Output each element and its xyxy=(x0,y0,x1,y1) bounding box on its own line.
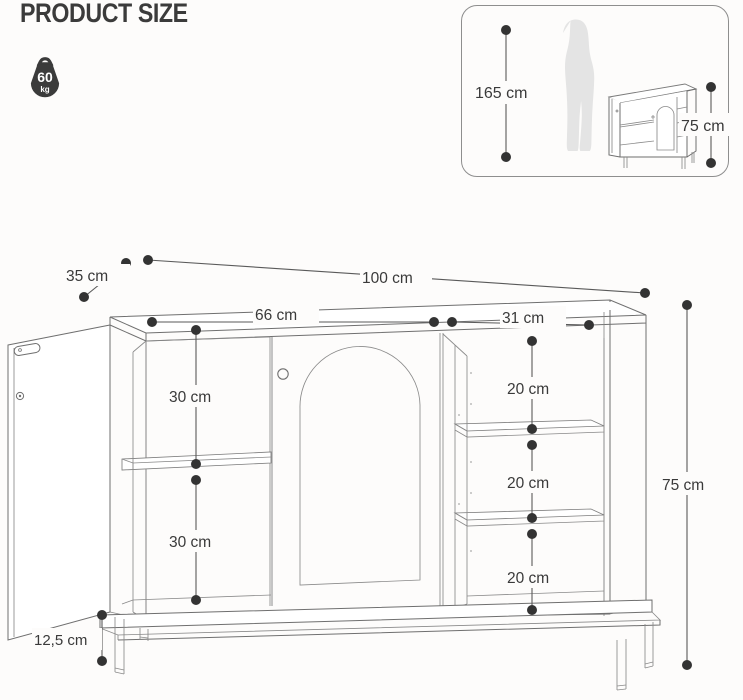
open-left-door xyxy=(7,324,111,641)
weight-unit: kg xyxy=(40,85,49,94)
total-width-label: 100 cm xyxy=(362,270,413,287)
weight-value: 60 xyxy=(37,69,53,85)
dimension-cabinet-height-inset: 75 cm xyxy=(679,82,743,168)
cabinet-height-label-inset: 75 cm xyxy=(681,118,725,135)
dimension-left-lower-shelf: 30 cm xyxy=(167,475,233,605)
total-height-label: 75 cm xyxy=(662,477,704,494)
screw-icon xyxy=(15,391,25,401)
dimension-right-width: 31 cm xyxy=(447,306,594,330)
right-shelf-2-label: 20 cm xyxy=(507,475,549,492)
dimension-total-height: 75 cm xyxy=(660,300,726,670)
left-lower-shelf-label: 30 cm xyxy=(169,534,211,551)
leg-height-label: 12,5 cm xyxy=(34,632,87,649)
scale-reference-panel xyxy=(461,5,729,177)
door-knob-icon xyxy=(277,368,289,380)
cabinet-body xyxy=(7,299,661,691)
left-upper-shelf-label: 30 cm xyxy=(169,389,211,406)
depth-label: 35 cm xyxy=(66,268,108,285)
dimension-left-width: 66 cm xyxy=(147,303,439,327)
dimension-left-upper-shelf: 30 cm xyxy=(167,325,233,469)
hinge-icon xyxy=(13,343,41,356)
dimension-person-height: 165 cm xyxy=(473,25,543,162)
arch-door-panel xyxy=(277,346,421,586)
dimension-right-shelf-1: 20 cm xyxy=(505,336,571,434)
person-silhouette-icon xyxy=(563,19,595,151)
weight-badge: 60 kg xyxy=(22,52,68,100)
dimension-right-shelf-2: 20 cm xyxy=(505,440,571,523)
left-width-label: 66 cm xyxy=(255,307,297,324)
right-width-label: 31 cm xyxy=(502,310,544,327)
dimension-right-shelf-3: 20 cm xyxy=(505,529,571,615)
cabinet-legs xyxy=(114,617,654,691)
dimension-depth: 35 cm xyxy=(64,258,131,302)
right-shelf-3-label: 20 cm xyxy=(507,570,549,587)
dimension-total-width: 100 cm xyxy=(143,255,650,298)
person-height-label: 165 cm xyxy=(475,85,527,102)
base-plinth xyxy=(99,599,661,641)
dimension-leg-height: 12,5 cm xyxy=(32,610,107,666)
scale-reference-drawing: 165 cm xyxy=(473,19,743,169)
page-title: PRODUCT SIZE xyxy=(20,0,188,28)
weight-icon: 60 kg xyxy=(30,57,60,98)
right-shelf-1-label: 20 cm xyxy=(507,381,549,398)
